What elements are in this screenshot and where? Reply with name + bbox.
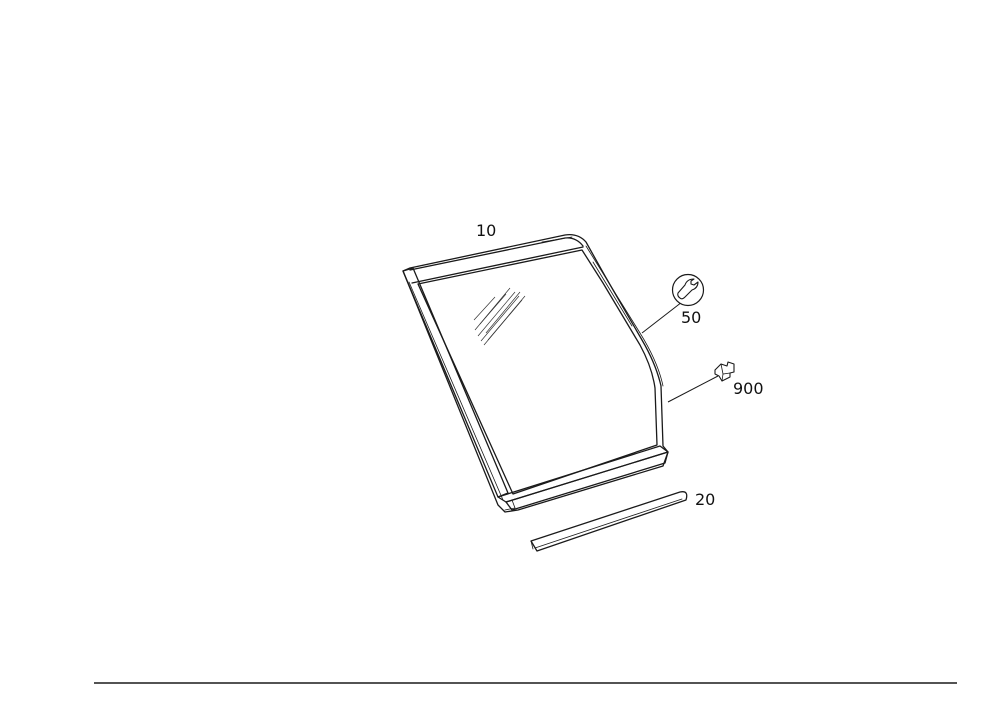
side-window-glass: [402, 234, 669, 513]
callout-10: 10: [476, 221, 496, 240]
callout-20: 20: [695, 490, 715, 509]
leader-line-900: [667, 375, 719, 403]
wrench-icon: [671, 273, 705, 307]
leader-line-50: [641, 301, 683, 334]
glass-glare: [473, 287, 526, 346]
callout-50: 50: [681, 308, 701, 327]
callout-900: 900: [733, 379, 764, 398]
moulding-strip: [530, 491, 688, 552]
clip-icon: [714, 361, 735, 382]
